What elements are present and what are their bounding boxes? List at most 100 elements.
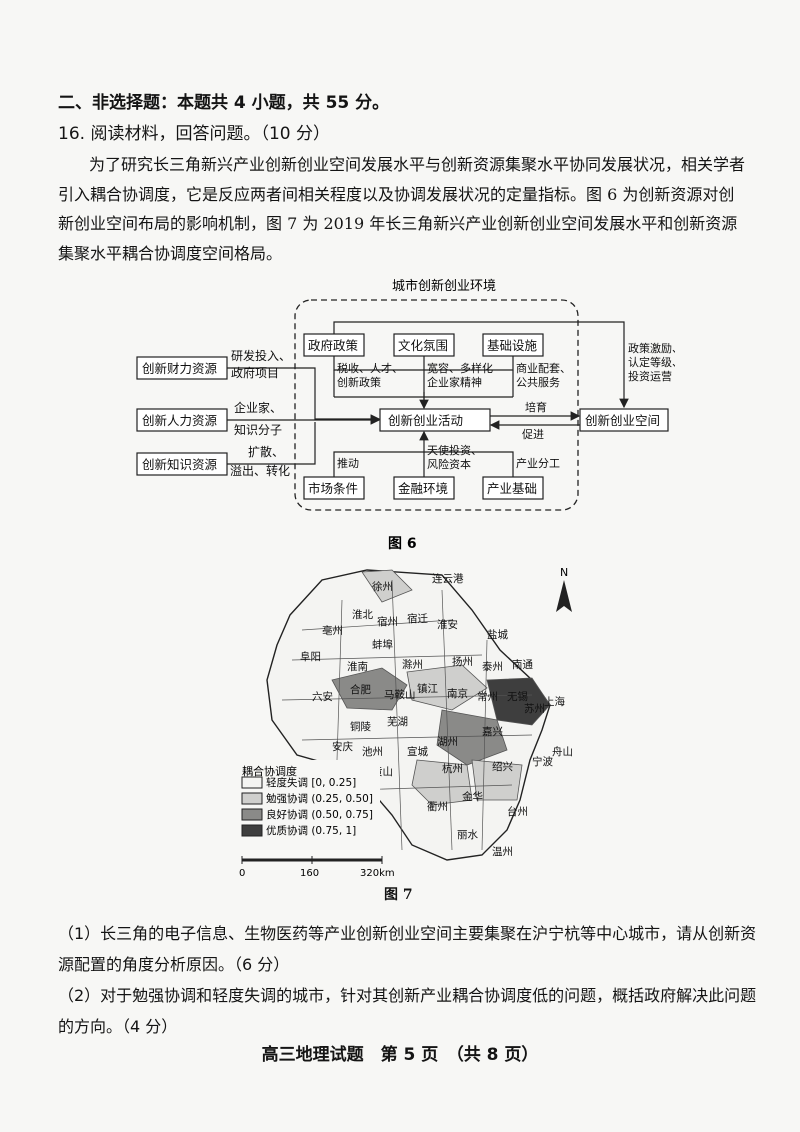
label-com-1: 商业配套、 <box>516 361 571 375</box>
env-title: 城市创新创业环境 <box>392 278 496 294</box>
box-industry-label: 产业基础 <box>487 481 537 496</box>
city-label: 台州 <box>507 805 528 818</box>
city-label: 湖州 <box>437 736 458 748</box>
label-promote: 促进 <box>522 427 544 441</box>
city-label: 马鞍山 <box>384 688 416 701</box>
city-label: 淮安 <box>437 618 458 631</box>
city-label: 泰州 <box>482 660 503 673</box>
arrow-finance-to-activity <box>227 367 381 424</box>
city-label: 金华 <box>462 790 483 803</box>
city-label: 杭州 <box>442 762 463 775</box>
city-label: 苏州 <box>524 702 545 715</box>
city-label: 淮北 <box>352 609 373 621</box>
city-label: 蚌埠 <box>372 638 393 651</box>
city-label: 滁州 <box>402 658 423 671</box>
city-label: 上海 <box>544 695 565 708</box>
legend-swatch <box>241 792 263 805</box>
label-angel-2: 风险资本 <box>427 457 471 471</box>
legend-title: 耦合协调度 <box>242 764 297 778</box>
city-label: 宿州 <box>377 615 398 628</box>
city-label: 舟山 <box>552 745 573 758</box>
label-com-2: 公共服务 <box>516 376 560 389</box>
scale-320: 320km <box>360 868 395 879</box>
label-angel-1: 天使投资、 <box>427 443 482 457</box>
label-gov-3: 投资运营 <box>628 369 672 383</box>
env-dashed-frame <box>294 299 579 511</box>
label-cultivate: 培育 <box>525 400 547 414</box>
label-tol-2: 企业家精神 <box>427 375 482 389</box>
scale-160: 160 <box>300 868 319 879</box>
city-label: 池州 <box>362 745 383 758</box>
city-label: 宣城 <box>407 745 428 758</box>
label-rd-1: 研发投入、 <box>231 348 291 363</box>
city-label: 徐州 <box>372 580 393 593</box>
box-activity-label: 创新创业活动 <box>388 413 463 428</box>
legend-swatch <box>241 808 263 821</box>
question-2: （2）对于勉强协调和轻度失调的城市，针对其创新产业耦合协调度低的问题，概括政府解… <box>58 986 757 1036</box>
city-label: 南通 <box>512 658 533 671</box>
region-shade-3 <box>406 664 488 711</box>
city-label: 盐城 <box>487 628 508 641</box>
city-label: 合肥 <box>350 683 371 696</box>
city-label: 连云港 <box>432 572 464 585</box>
legend-label: 轻度失调 [0, 0.25] <box>266 776 356 789</box>
legend-label: 勉强协调 (0.25, 0.50] <box>266 792 373 805</box>
figure-7-caption: 图 7 <box>384 887 413 903</box>
box-culture-label: 文化氛围 <box>398 338 448 353</box>
city-label: 嘉兴 <box>482 725 503 738</box>
label-ent-1: 企业家、 <box>234 400 282 415</box>
city-label: 丽水 <box>457 829 478 841</box>
label-rd-2: 政府项目 <box>231 365 279 380</box>
label-tol-1: 宽容、多样化 <box>427 361 493 375</box>
city-label: 常州 <box>477 690 498 703</box>
label-division: 产业分工 <box>516 456 560 470</box>
legend-label: 优质协调 (0.75, 1] <box>266 824 356 837</box>
label-gov-2: 认定等级、 <box>628 355 675 369</box>
city-label: 阜阳 <box>300 650 321 663</box>
label-tax-2: 创新政策 <box>337 375 381 389</box>
legend-swatch <box>241 776 263 789</box>
arrow-policy-to-space <box>333 321 629 409</box>
city-label: 安庆 <box>332 740 353 753</box>
box-knowledge-res-label: 创新知识资源 <box>142 457 218 472</box>
box-finance-env-label: 金融环境 <box>398 481 448 496</box>
figure-6-caption: 图 6 <box>388 536 417 552</box>
box-market-label: 市场条件 <box>308 481 358 496</box>
box-space-label: 创新创业空间 <box>585 413 660 428</box>
city-label: 扬州 <box>452 655 473 668</box>
label-spread-2: 溢出、转化 <box>230 463 290 478</box>
city-label: 衢州 <box>427 801 448 813</box>
region-shade-1 <box>361 569 413 603</box>
scale-bar: 0 160 320km <box>239 856 395 879</box>
region-shade-5 <box>436 709 508 766</box>
label-tax-1: 税收、人才、 <box>337 361 403 375</box>
city-label: 无锡 <box>507 690 528 703</box>
north-arrow: N <box>556 566 572 612</box>
svg-text:N: N <box>560 566 568 579</box>
region-shade-7 <box>471 759 523 801</box>
city-label: 亳州 <box>322 624 343 637</box>
box-policy-label: 政府政策 <box>308 338 359 353</box>
question-1: （1）长三角的电子信息、生物医药等产业创新创业空间主要集聚在沪宁杭等中心城市，请… <box>58 924 757 974</box>
region-shade-4 <box>486 677 551 726</box>
label-ent-2: 知识分子 <box>234 423 282 437</box>
figure-6-diagram: 城市创新创业环境 政府政策 文化氛围 基础设施 创新财力资源 创新人力资源 创新… <box>136 278 675 552</box>
city-label: 宁波 <box>532 755 553 768</box>
city-label: 宿迁 <box>407 612 428 625</box>
city-label: 芜湖 <box>387 715 408 728</box>
city-label: 淮南 <box>347 660 368 673</box>
question-title: 16. 阅读材料，回答问题。（10 分） <box>58 124 330 144</box>
map-legend: 耦合协调度 轻度失调 [0, 0.25] 勉强协调 (0.25, 0.50] 良好协… <box>240 760 380 870</box>
city-label: 南京 <box>447 687 468 700</box>
label-push: 推动 <box>337 456 359 470</box>
label-spread-1: 扩散、 <box>248 444 284 459</box>
region-shade-6 <box>411 759 473 806</box>
label-gov-1: 政策激励、 <box>628 341 675 355</box>
material-paragraph: 为了研究长三角新兴产业创新创业空间发展水平与创新资源集聚水平协同发展状况，相关学… <box>58 155 746 263</box>
box-infra-label: 基础设施 <box>487 338 538 353</box>
scale-0: 0 <box>239 868 245 879</box>
box-human-res-label: 创新人力资源 <box>142 413 218 428</box>
city-label: 铜陵 <box>350 721 371 733</box>
legend-label: 良好协调 (0.50, 0.75] <box>266 808 373 821</box>
city-label: 温州 <box>492 846 513 858</box>
